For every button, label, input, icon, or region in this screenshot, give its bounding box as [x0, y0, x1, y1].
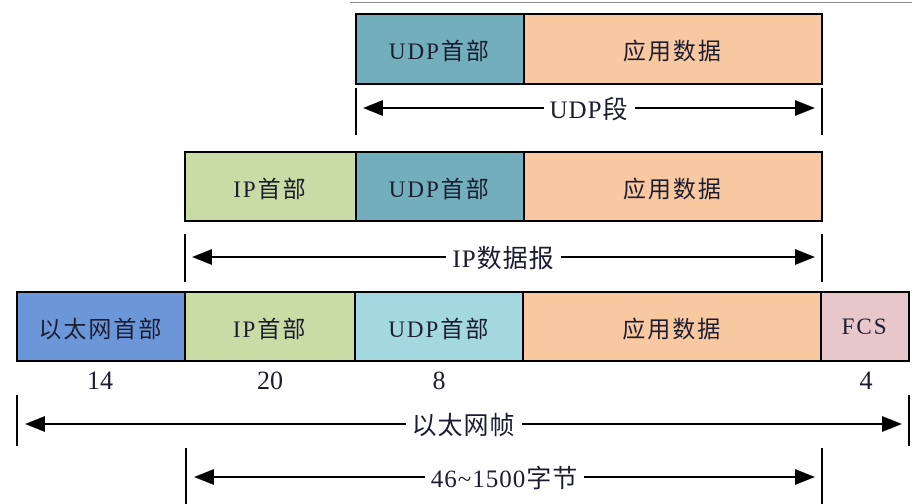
segment-fcs: FCS	[820, 293, 908, 360]
ethernet-frame-span-label: 以太网帧	[411, 413, 516, 440]
arrow-line	[521, 423, 883, 425]
udp-segment-row: UDP首部 应用数据	[355, 13, 823, 85]
segment-ip-header: IP首部	[183, 293, 355, 360]
udp-span-right-tick	[821, 88, 823, 135]
segment-app-data: 应用数据	[522, 153, 821, 220]
arrow-left-icon	[194, 469, 214, 485]
ip-datagram-span-arrow: IP数据报	[192, 242, 816, 273]
ethernet-frame-span-arrow: 以太网帧	[25, 409, 903, 440]
ethernet-frame-row: 以太网首部 IP首部 UDP首部 应用数据 FCS	[16, 291, 910, 362]
byte-count-fcs: 4	[859, 366, 873, 395]
payload-size-span-arrow: 46~1500字节	[194, 462, 815, 493]
byte-count-udp-header: 8	[432, 366, 446, 395]
arrow-line	[45, 423, 406, 425]
udp-span-left-tick	[355, 88, 357, 135]
arrow-left-icon	[363, 100, 383, 116]
udp-segment-span-arrow: UDP段	[363, 93, 816, 124]
segment-udp-header: UDP首部	[354, 153, 523, 220]
ethernet-span-left-tick	[16, 395, 18, 446]
segment-udp-header: UDP首部	[354, 293, 523, 360]
arrow-right-icon	[882, 416, 903, 432]
segment-app-data: 应用数据	[522, 15, 821, 83]
top-edge-artifact-line	[350, 2, 912, 3]
segment-ip-header: IP首部	[186, 153, 355, 220]
udp-segment-span-label: UDP段	[549, 97, 629, 124]
ip-span-left-tick	[184, 234, 186, 282]
ip-span-right-tick	[821, 234, 823, 282]
byte-count-ip-header: 20	[257, 366, 283, 395]
arrow-line	[634, 107, 796, 109]
segment-ethernet-header: 以太网首部	[18, 293, 184, 360]
arrow-line	[214, 476, 425, 478]
arrow-line	[212, 256, 447, 258]
payload-span-left-tick	[185, 448, 187, 504]
payload-span-right-tick	[821, 448, 823, 504]
arrow-line	[584, 476, 795, 478]
ethernet-span-right-tick	[908, 395, 910, 446]
segment-app-data: 应用数据	[522, 293, 821, 360]
segment-udp-header: UDP首部	[357, 15, 523, 83]
arrow-right-icon	[795, 469, 815, 485]
arrow-left-icon	[192, 249, 212, 265]
byte-count-ethernet-header: 14	[87, 366, 113, 395]
ip-datagram-row: IP首部 UDP首部 应用数据	[184, 151, 823, 222]
arrow-right-icon	[795, 249, 816, 265]
arrow-left-icon	[25, 416, 45, 432]
arrow-line	[560, 256, 796, 258]
arrow-line	[383, 107, 544, 109]
payload-size-span-label: 46~1500字节	[430, 466, 579, 493]
ip-datagram-span-label: IP数据报	[452, 246, 555, 273]
arrow-right-icon	[795, 100, 816, 116]
